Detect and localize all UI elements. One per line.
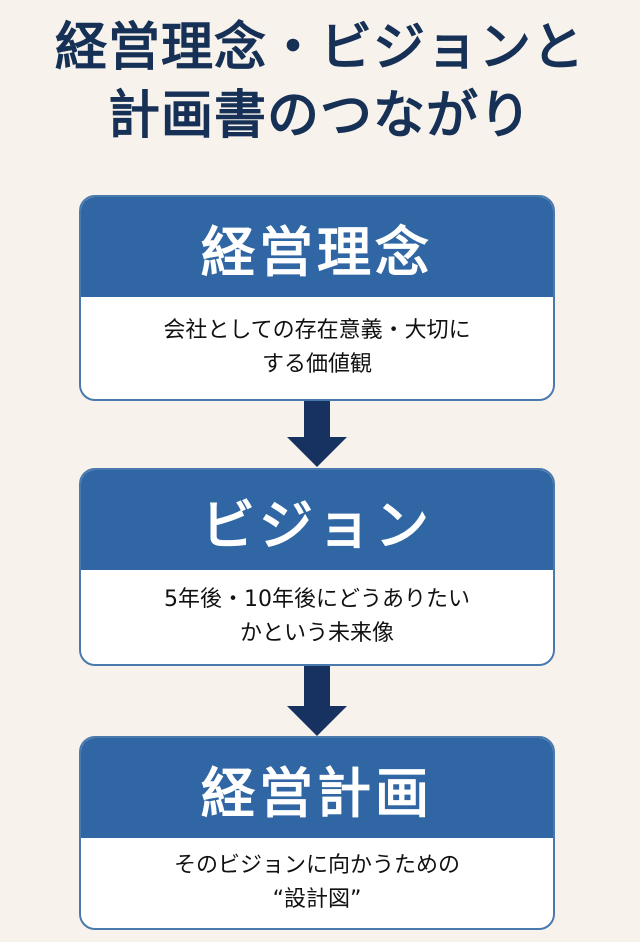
card-description-line-2: “設計図” <box>272 887 362 912</box>
page-title-line-2: 計画書のつながり <box>107 86 532 146</box>
down-arrow-icon <box>287 666 347 736</box>
card-description: 会社としての存在意義・大切に する価値観 <box>81 297 553 399</box>
card-description: そのビジョンに向かうための “設計図” <box>81 838 553 928</box>
card-heading: 経営理念 <box>81 197 553 297</box>
card-business-plan: 経営計画 そのビジョンに向かうための “設計図” <box>79 736 555 930</box>
card-vision: ビジョン 5年後・10年後にどうありたい かという未来像 <box>79 468 555 666</box>
page-title: 経営理念・ビジョンと 計画書のつながり <box>0 14 640 150</box>
card-heading: ビジョン <box>81 470 553 570</box>
page-title-line-1: 経営理念・ビジョンと <box>54 18 585 78</box>
card-heading: 経営計画 <box>81 738 553 838</box>
card-management-philosophy: 経営理念 会社としての存在意義・大切に する価値観 <box>79 195 555 401</box>
card-description-line-1: 5年後・10年後にどうありたい <box>164 587 470 612</box>
down-arrow-icon <box>287 401 347 467</box>
card-description-line-1: 会社としての存在意義・大切に <box>163 318 471 343</box>
card-description-line-2: かという未来像 <box>239 621 394 646</box>
card-description-line-1: そのビジョンに向かうための <box>173 853 460 878</box>
card-description: 5年後・10年後にどうありたい かという未来像 <box>81 570 553 664</box>
card-description-line-2: する価値観 <box>261 352 372 377</box>
